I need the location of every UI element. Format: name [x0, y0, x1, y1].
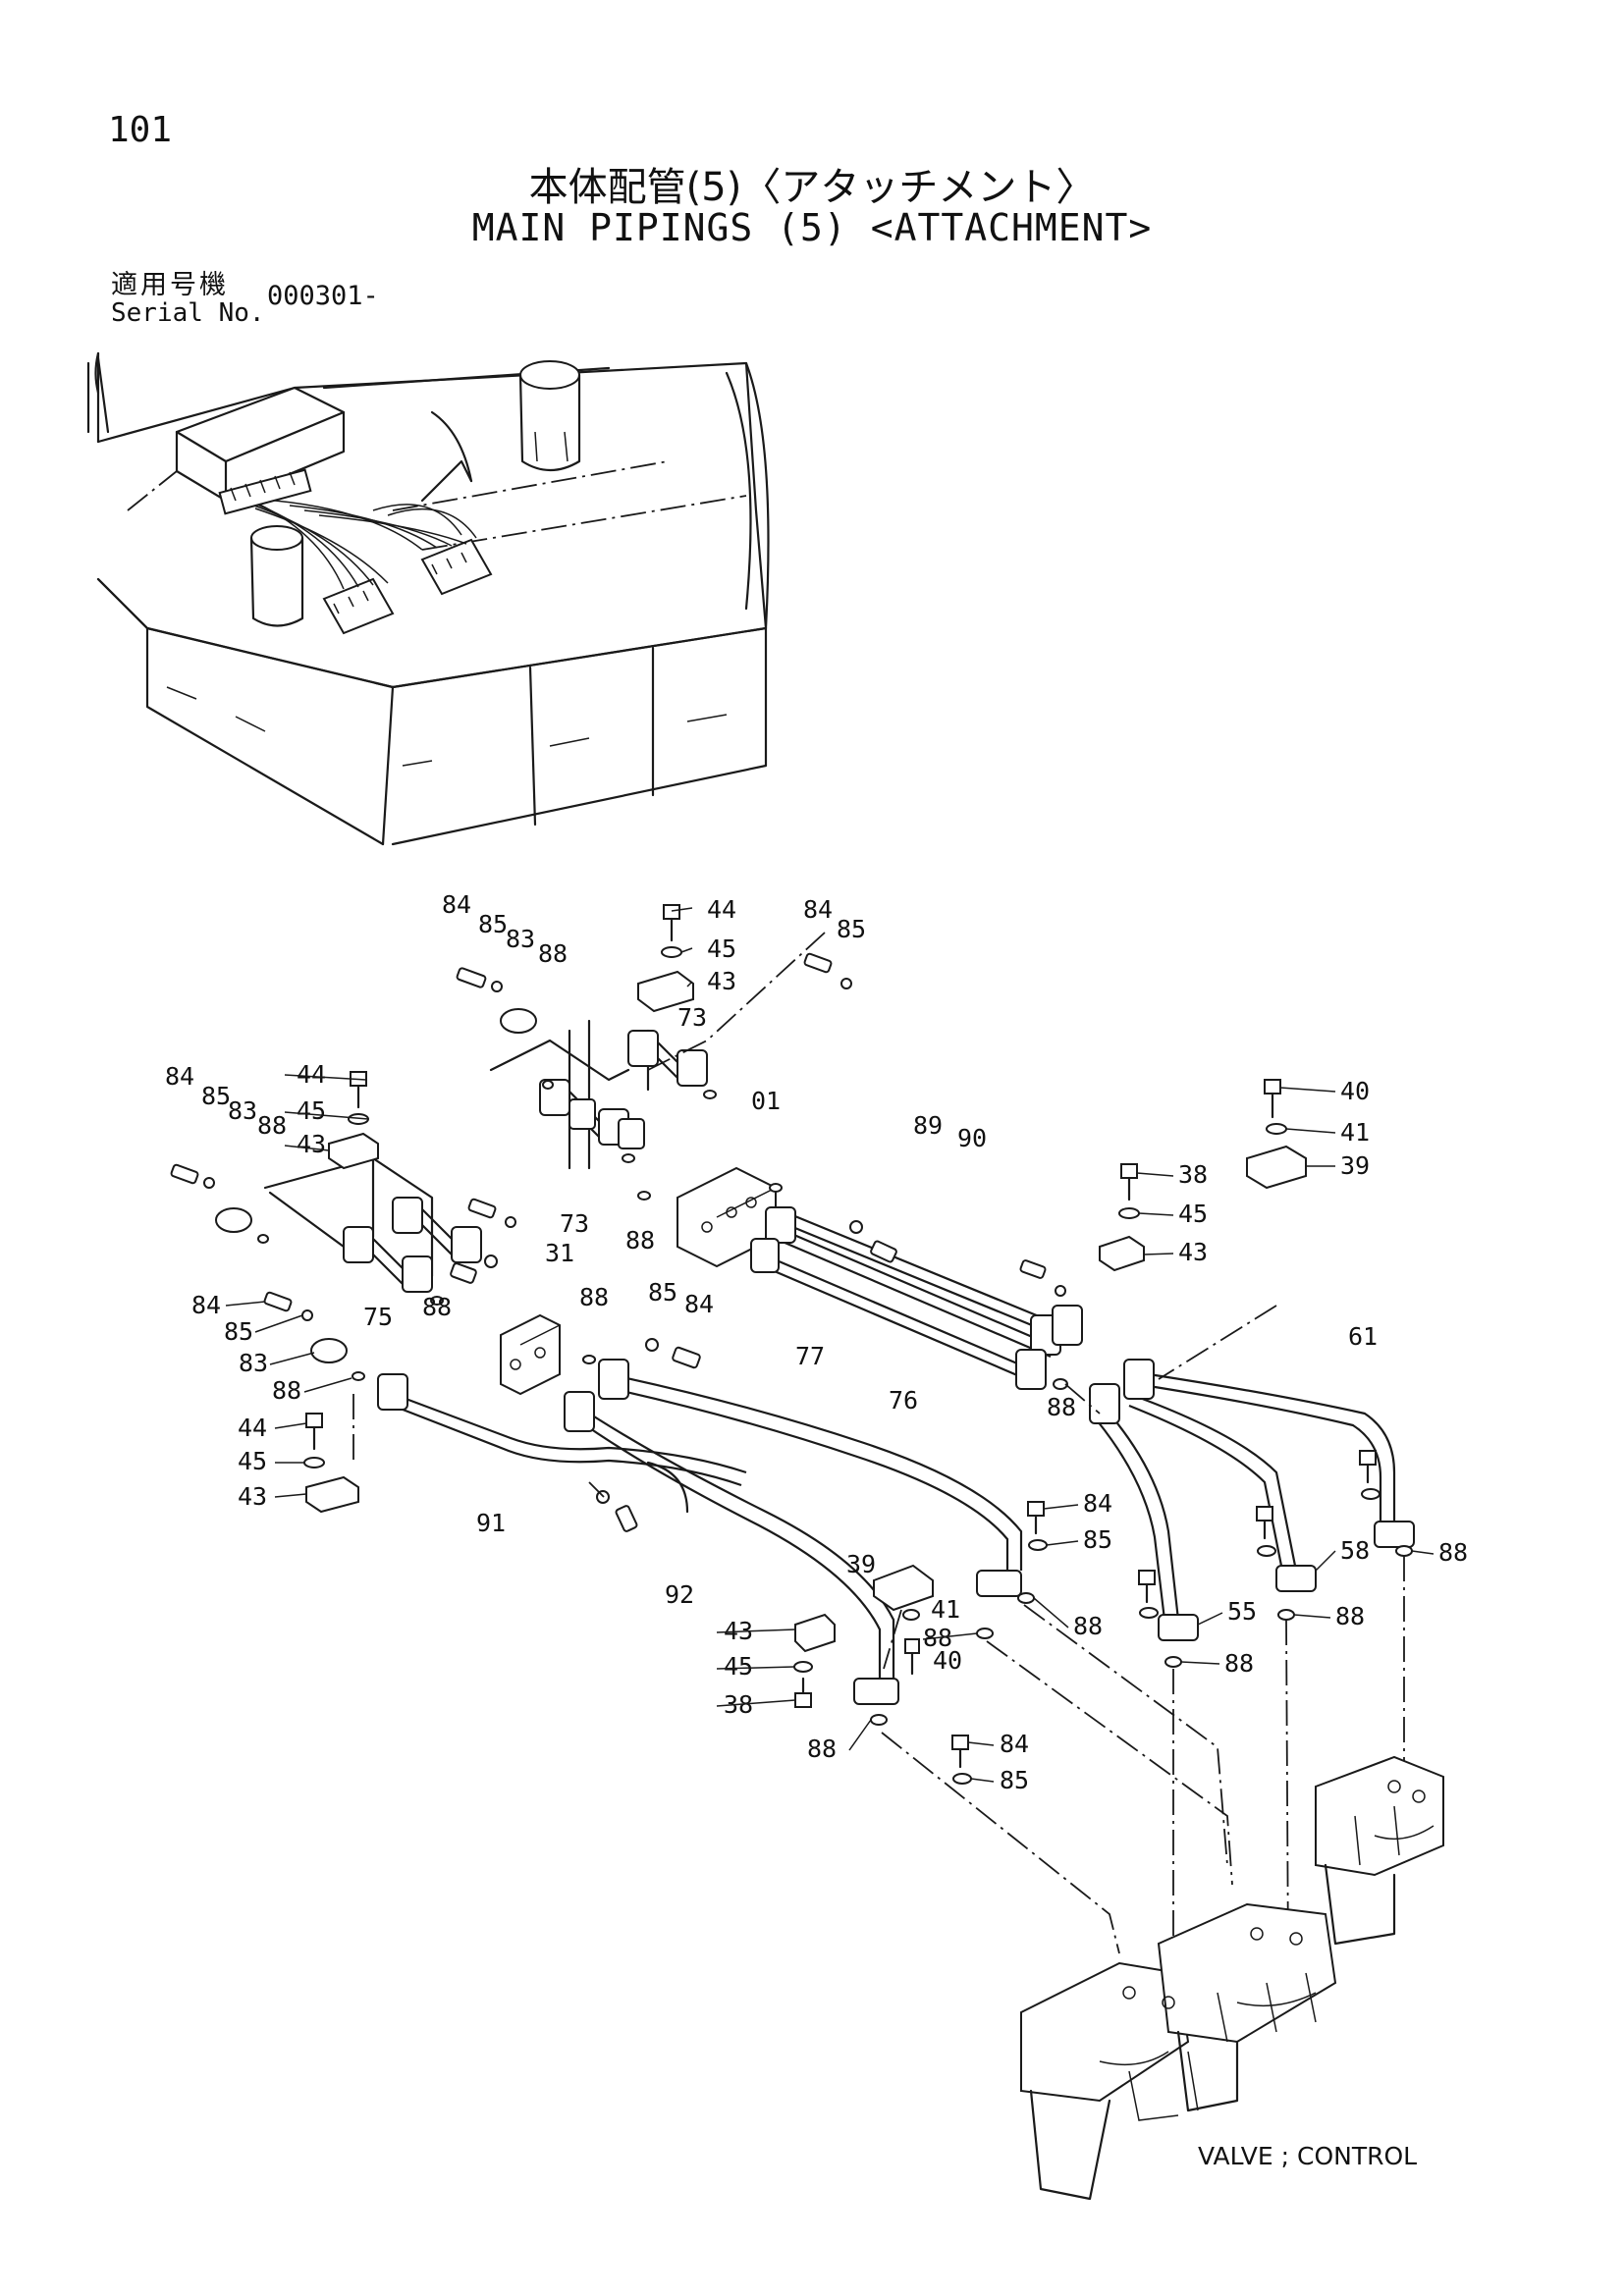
- callout: 39: [1340, 1151, 1370, 1180]
- machine-body-illustration: [86, 351, 770, 846]
- callout: 76: [889, 1386, 918, 1415]
- callout: 40: [1340, 1077, 1370, 1105]
- callout: 41: [1340, 1118, 1370, 1147]
- callout: 85: [648, 1278, 677, 1307]
- callout: 55: [1227, 1597, 1257, 1626]
- callout: 39: [846, 1550, 876, 1578]
- callout: 83: [239, 1349, 268, 1377]
- serial-label-japanese: 適用号機: [111, 270, 229, 300]
- callout: 85: [837, 915, 866, 943]
- fastener-parts: [170, 904, 1413, 1785]
- callout: 45: [724, 1652, 753, 1681]
- callout: 44: [238, 1414, 267, 1442]
- callout: 84: [684, 1290, 714, 1318]
- control-valve-caption: VALVE ; CONTROL: [1198, 2142, 1417, 2170]
- callout: 88: [257, 1111, 287, 1140]
- callout: 88: [625, 1226, 655, 1255]
- callout: 75: [363, 1303, 393, 1331]
- callout: 88: [1073, 1612, 1103, 1640]
- callout: 40: [933, 1646, 962, 1675]
- callout: 43: [297, 1130, 326, 1158]
- callout: 89: [913, 1111, 943, 1140]
- callout: 88: [538, 939, 568, 968]
- callout: 43: [707, 967, 736, 995]
- flange-pair-73-upper: [539, 1030, 708, 1149]
- callout: 85: [224, 1317, 253, 1346]
- callout: 88: [1335, 1602, 1365, 1630]
- callout: 88: [1224, 1649, 1254, 1678]
- title-japanese: 本体配管(5)〈アタッチメント〉: [528, 165, 1096, 210]
- callout: 84: [1000, 1730, 1029, 1758]
- callout: 43: [238, 1482, 267, 1511]
- callout: 73: [560, 1209, 589, 1238]
- callout: 45: [707, 934, 736, 963]
- callout: 84: [191, 1291, 221, 1319]
- callout: 84: [803, 895, 833, 924]
- callout: 85: [1000, 1766, 1029, 1794]
- callout: 45: [238, 1447, 267, 1475]
- callout: 31: [545, 1239, 574, 1267]
- callout: 83: [228, 1096, 257, 1125]
- callout: 88: [422, 1293, 452, 1321]
- callout: 38: [1178, 1160, 1208, 1189]
- callout: 90: [957, 1124, 987, 1152]
- serial-label-english: Serial No.: [111, 298, 265, 328]
- callout-labels: 84 85 83 88 44 45 43 73 01 89 90 84 85 4…: [165, 890, 1468, 1794]
- serial-number-value: 000301-: [267, 281, 379, 311]
- callout: 58: [1340, 1536, 1370, 1565]
- callout: 45: [1178, 1200, 1208, 1228]
- callout: 43: [1178, 1238, 1208, 1266]
- callout: 45: [297, 1096, 326, 1125]
- callout: 88: [579, 1283, 609, 1311]
- callout: 61: [1348, 1322, 1378, 1351]
- control-valve-illustration: [1020, 1755, 1444, 2201]
- callout: 92: [665, 1580, 694, 1609]
- callout: 88: [807, 1735, 837, 1763]
- callout: 83: [506, 925, 535, 953]
- title-english: MAIN PIPINGS (5) <ATTACHMENT>: [471, 206, 1153, 249]
- callout: 84: [165, 1062, 194, 1091]
- callout: 85: [201, 1082, 231, 1110]
- callout: 88: [272, 1376, 301, 1405]
- callout: 73: [677, 1003, 707, 1032]
- callout: 84: [442, 890, 471, 919]
- callout: 91: [476, 1509, 506, 1537]
- callout: 84: [1083, 1489, 1112, 1518]
- page-number: 101: [108, 110, 173, 150]
- flange-pair-75-lower: [343, 1197, 482, 1293]
- callout: 44: [707, 895, 736, 924]
- piping-assembly: [170, 904, 1415, 2022]
- callout: 44: [297, 1060, 326, 1089]
- callout: 85: [1083, 1525, 1112, 1554]
- callout: 01: [751, 1087, 781, 1115]
- callout: 77: [795, 1342, 825, 1370]
- callout: 85: [478, 910, 508, 938]
- callout: 41: [931, 1595, 960, 1624]
- callout: 88: [1047, 1393, 1076, 1421]
- callout: 88: [1438, 1538, 1468, 1567]
